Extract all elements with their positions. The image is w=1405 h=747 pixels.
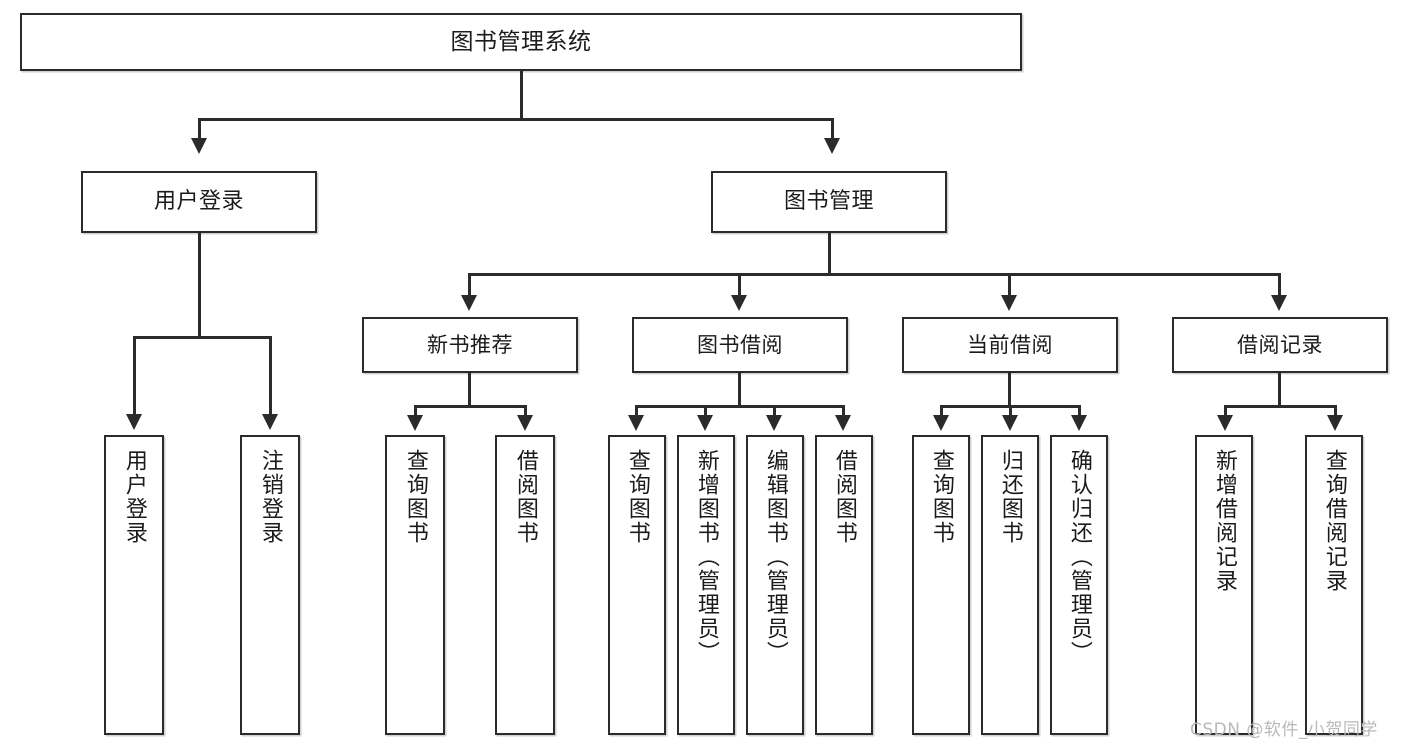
connector-book-manage-to-new-book bbox=[468, 273, 471, 297]
connector-user-login-to-leaf-1 bbox=[133, 336, 136, 416]
connector-user-login-stem bbox=[198, 233, 201, 338]
node-label: 图书管理系统 bbox=[450, 28, 592, 55]
node-label: 新增借阅记录 bbox=[1211, 449, 1237, 593]
node-label: 查询图书 bbox=[624, 449, 650, 545]
node-label: 新书推荐 bbox=[427, 332, 513, 357]
arrowhead-book-borrow-to-leaf-4 bbox=[835, 415, 851, 431]
arrowhead-book-manage-to-current-borrow bbox=[1001, 295, 1017, 311]
connector-user-login-to-leaf-2 bbox=[269, 336, 272, 416]
connector-book-borrow-to-leaf-3 bbox=[773, 405, 776, 417]
leaf-new-book-query-book[interactable]: 查询图书 bbox=[385, 435, 445, 735]
connector-new-book-to-leaf-1 bbox=[414, 405, 417, 417]
leaf-book-borrow-query-book[interactable]: 查询图书 bbox=[608, 435, 666, 735]
leaf-book-borrow-borrow-book[interactable]: 借阅图书 bbox=[815, 435, 873, 735]
arrowhead-book-manage-to-new-book bbox=[461, 295, 477, 311]
connector-current-borrow-to-leaf-2 bbox=[1009, 405, 1012, 417]
connector-borrow-record-to-leaf-1 bbox=[1224, 405, 1227, 417]
node-book-borrow[interactable]: 图书借阅 bbox=[632, 317, 848, 373]
node-label: 归还图书 bbox=[997, 449, 1023, 545]
node-label: 图书借阅 bbox=[697, 332, 783, 357]
leaf-borrow-record-query-record[interactable]: 查询借阅记录 bbox=[1305, 435, 1363, 735]
arrowhead-book-borrow-to-leaf-1 bbox=[628, 415, 644, 431]
node-label: 用户登录 bbox=[153, 189, 244, 215]
leaf-user-login-logout[interactable]: 注销登录 bbox=[240, 435, 300, 735]
arrowhead-borrow-record-to-leaf-1 bbox=[1217, 415, 1233, 431]
node-label: 查询借阅记录 bbox=[1321, 449, 1347, 593]
arrowhead-borrow-record-to-leaf-2 bbox=[1327, 415, 1343, 431]
connector-current-borrow-stem bbox=[1008, 373, 1011, 407]
node-label: 用户登录 bbox=[121, 449, 147, 545]
connector-current-borrow-to-leaf-3 bbox=[1078, 405, 1081, 417]
connector-new-book-stem bbox=[468, 373, 471, 407]
arrowhead-user-login-to-leaf-2 bbox=[262, 414, 278, 430]
connector-book-manage-stem bbox=[828, 233, 831, 275]
arrowhead-current-borrow-to-leaf-2 bbox=[1002, 415, 1018, 431]
node-label: 借阅图书 bbox=[831, 449, 857, 545]
arrowhead-book-manage-to-borrow-record bbox=[1271, 295, 1287, 311]
arrowhead-current-borrow-to-leaf-1 bbox=[933, 415, 949, 431]
node-book-management[interactable]: 图书管理 bbox=[711, 171, 947, 233]
connector-new-book-bar bbox=[414, 405, 526, 408]
connector-book-manage-to-current-borrow bbox=[1008, 273, 1011, 297]
node-label: 注销登录 bbox=[257, 449, 283, 545]
connector-borrow-record-stem bbox=[1278, 373, 1281, 407]
leaf-book-borrow-edit-book[interactable]: 编辑图书（管理员） bbox=[746, 435, 804, 735]
connector-book-borrow-to-leaf-2 bbox=[704, 405, 707, 417]
connector-root-stem bbox=[520, 71, 523, 120]
connector-new-book-to-leaf-2 bbox=[524, 405, 527, 417]
node-new-book-recommend[interactable]: 新书推荐 bbox=[362, 317, 578, 373]
connector-book-manage-to-book-borrow bbox=[738, 273, 741, 297]
leaf-user-login-login[interactable]: 用户登录 bbox=[104, 435, 164, 735]
node-label: 借阅记录 bbox=[1237, 332, 1323, 357]
connector-book-borrow-to-leaf-1 bbox=[635, 405, 638, 417]
connector-book-manage-to-borrow-record bbox=[1278, 273, 1281, 297]
node-label: 编辑图书（管理员） bbox=[762, 449, 788, 665]
node-root-system[interactable]: 图书管理系统 bbox=[20, 13, 1022, 71]
node-label: 查询图书 bbox=[402, 449, 428, 545]
connector-borrow-record-bar bbox=[1224, 405, 1336, 408]
connector-book-borrow-stem bbox=[738, 373, 741, 407]
node-label: 确认归还（管理员） bbox=[1066, 449, 1092, 665]
connector-root-to-user-login bbox=[198, 118, 201, 140]
arrowhead-user-login-to-leaf-1 bbox=[126, 414, 142, 430]
leaf-borrow-record-add-record[interactable]: 新增借阅记录 bbox=[1195, 435, 1253, 735]
connector-borrow-record-to-leaf-2 bbox=[1334, 405, 1337, 417]
node-user-login[interactable]: 用户登录 bbox=[81, 171, 317, 233]
connector-user-login-bar bbox=[133, 336, 270, 339]
leaf-current-borrow-query-book[interactable]: 查询图书 bbox=[912, 435, 970, 735]
arrowhead-root-to-user-login bbox=[191, 138, 207, 154]
node-label: 图书管理 bbox=[783, 189, 874, 215]
connector-root-bar bbox=[198, 118, 833, 121]
connector-current-borrow-to-leaf-1 bbox=[940, 405, 943, 417]
arrowhead-book-borrow-to-leaf-3 bbox=[766, 415, 782, 431]
node-label: 当前借阅 bbox=[967, 332, 1053, 357]
leaf-current-borrow-confirm-return[interactable]: 确认归还（管理员） bbox=[1050, 435, 1108, 735]
arrowhead-book-manage-to-book-borrow bbox=[731, 295, 747, 311]
node-label: 新增图书（管理员） bbox=[693, 449, 719, 665]
leaf-current-borrow-return-book[interactable]: 归还图书 bbox=[981, 435, 1039, 735]
arrowhead-new-book-to-leaf-1 bbox=[407, 415, 423, 431]
connector-book-borrow-bar bbox=[635, 405, 844, 408]
arrowhead-book-borrow-to-leaf-2 bbox=[697, 415, 713, 431]
node-label: 查询图书 bbox=[928, 449, 954, 545]
node-current-borrow[interactable]: 当前借阅 bbox=[902, 317, 1118, 373]
connector-book-manage-bar bbox=[468, 273, 1280, 276]
node-borrow-record[interactable]: 借阅记录 bbox=[1172, 317, 1388, 373]
connector-book-borrow-to-leaf-4 bbox=[842, 405, 845, 417]
leaf-book-borrow-add-book[interactable]: 新增图书（管理员） bbox=[677, 435, 735, 735]
arrowhead-new-book-to-leaf-2 bbox=[517, 415, 533, 431]
leaf-new-book-borrow-book[interactable]: 借阅图书 bbox=[495, 435, 555, 735]
node-label: 借阅图书 bbox=[512, 449, 538, 545]
connector-root-to-book-manage bbox=[831, 118, 834, 140]
arrowhead-current-borrow-to-leaf-3 bbox=[1071, 415, 1087, 431]
arrowhead-root-to-book-manage bbox=[824, 138, 840, 154]
